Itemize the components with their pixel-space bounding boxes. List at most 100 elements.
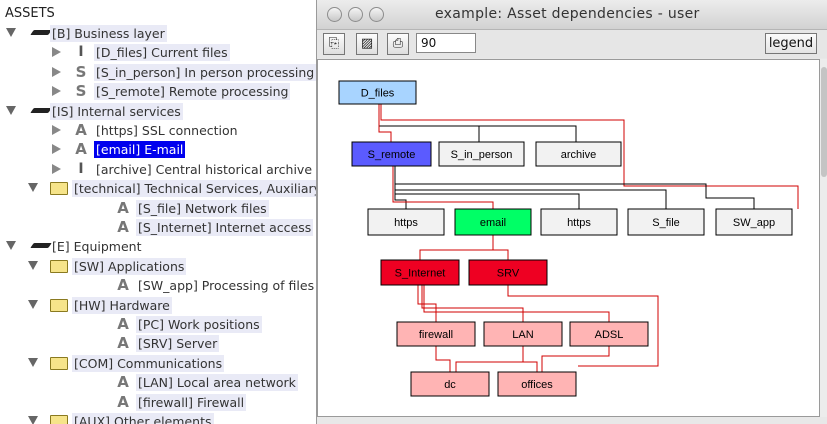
graph-node-email[interactable]: email: [454, 208, 532, 236]
graph-node-https1[interactable]: https: [367, 208, 445, 236]
graph-node-label: archive: [561, 149, 596, 161]
tree-title: ASSETS: [5, 6, 55, 21]
tree-row[interactable]: [technical] Technical Services, Auxiliar…: [0, 179, 316, 198]
tree-row[interactable]: I[archive] Central historical archive: [0, 160, 316, 179]
copy-icon: ⎘: [328, 36, 340, 51]
expanded-toggle-icon[interactable]: [28, 260, 38, 270]
collapsed-toggle-icon[interactable]: [52, 47, 61, 58]
graph-node-offices[interactable]: offices: [497, 371, 577, 397]
graph-edge-critical: [435, 346, 451, 372]
tree-row[interactable]: [AUX] Other elements: [0, 412, 316, 424]
window-titlebar[interactable]: example: Asset dependencies - user: [317, 0, 827, 30]
zoom-input[interactable]: [416, 33, 476, 53]
tree-row[interactable]: [HW] Hardware: [0, 296, 316, 315]
tree-row[interactable]: I[D_files] Current files: [0, 43, 316, 62]
dependencies-window: example: Asset dependencies - user ⎘ ▨ ⎙…: [316, 0, 827, 424]
tree-row[interactable]: [IS] Internal services: [0, 102, 316, 121]
expanded-toggle-icon[interactable]: [6, 105, 16, 115]
tree-row[interactable]: A[firewall] Firewall: [0, 393, 316, 412]
expanded-toggle-icon[interactable]: [28, 416, 38, 424]
collapsed-toggle-icon[interactable]: [52, 86, 61, 97]
graph-edge-critical: [423, 285, 610, 322]
graph-node-box: [535, 141, 622, 167]
graph-node-sw_app[interactable]: SW_app: [715, 208, 793, 236]
graph-node-box: [410, 371, 490, 397]
graph-node-box: [540, 208, 618, 236]
tree-item-label: [LAN] Local area network: [136, 374, 298, 392]
graph-edge-critical: [507, 285, 659, 367]
tree-row[interactable]: [B] Business layer: [0, 24, 316, 43]
tree-row[interactable]: S[S_in_person] In person processing: [0, 63, 316, 82]
tree-row[interactable]: A[email] E-mail: [0, 140, 316, 159]
layer-icon: [30, 107, 52, 113]
tree-item-label: [IS] Internal services: [50, 102, 183, 120]
graph-node-label: https: [567, 217, 591, 229]
tree-row[interactable]: A[SRV] Server: [0, 334, 316, 353]
copy-button[interactable]: ⎘: [323, 33, 345, 55]
graph-node-label: SRV: [497, 268, 520, 280]
tree-row[interactable]: A[S_file] Network files: [0, 199, 316, 218]
graph-node-box: [396, 321, 476, 347]
folder-icon: [50, 356, 68, 370]
tree-item-label: [S_file] Network files: [136, 199, 269, 217]
graph-node-label: D_files: [361, 88, 395, 100]
graph-node-box: [468, 259, 548, 286]
graph-node-d_files[interactable]: D_files: [338, 80, 417, 105]
graph-node-dc[interactable]: dc: [410, 371, 490, 397]
legend-button[interactable]: legend: [765, 33, 817, 54]
vertical-scrollbar[interactable]: [820, 59, 827, 417]
tree-item-label: [AUX] Other elements: [72, 413, 214, 424]
tree-row[interactable]: A[LAN] Local area network: [0, 373, 316, 392]
layer-icon: [30, 30, 52, 35]
expanded-toggle-icon[interactable]: [28, 299, 38, 309]
folder-icon: [50, 259, 68, 273]
minimize-window-button[interactable]: [348, 7, 363, 22]
graph-node-https2[interactable]: https: [540, 208, 618, 236]
tree-row[interactable]: A[https] SSL connection: [0, 121, 316, 140]
print-button[interactable]: ⎙: [387, 33, 409, 55]
tree-row[interactable]: [SW] Applications: [0, 257, 316, 276]
zoom-window-button[interactable]: [369, 7, 384, 22]
layer-icon: [30, 243, 52, 249]
tree-row[interactable]: [E] Equipment: [0, 237, 316, 256]
tree-row[interactable]: A[SW_app] Processing of files: [0, 276, 316, 295]
tree-row[interactable]: A[S_Internet] Internet access: [0, 218, 316, 237]
graph-node-box: [380, 259, 460, 286]
graph-node-lan[interactable]: LAN: [483, 321, 563, 347]
graph-node-archive[interactable]: archive: [535, 141, 622, 167]
graph-node-box: [351, 141, 432, 167]
expanded-toggle-icon[interactable]: [6, 28, 16, 37]
export-image-button[interactable]: ▨: [356, 33, 378, 55]
tree-item-label: [E] Equipment: [52, 239, 142, 255]
expanded-toggle-icon[interactable]: [6, 241, 16, 251]
asset-icon: A: [117, 392, 129, 411]
collapsed-toggle-icon[interactable]: [52, 144, 61, 155]
tree-row[interactable]: [COM] Communications: [0, 354, 316, 373]
expanded-toggle-icon[interactable]: [28, 357, 38, 367]
window-title: example: Asset dependencies - user: [435, 6, 700, 22]
collapsed-toggle-icon[interactable]: [52, 66, 61, 77]
graph-node-firewall[interactable]: firewall: [396, 321, 476, 347]
graph-node-s_internet[interactable]: S_Internet: [380, 259, 460, 286]
image-icon: ▨: [360, 36, 374, 51]
graph-node-box: [338, 80, 417, 105]
collapsed-toggle-icon[interactable]: [52, 163, 61, 174]
tree-item-label: [archive] Central historical archive: [96, 161, 313, 177]
graph-node-label: S_Internet: [395, 268, 446, 280]
tree-item-label: [https] SSL connection: [96, 123, 238, 138]
graph-node-s_remote[interactable]: S_remote: [351, 141, 432, 167]
graph-node-adsl[interactable]: ADSL: [569, 321, 649, 347]
close-window-button[interactable]: [327, 7, 342, 22]
graph-node-s_in_person[interactable]: S_in_person: [438, 141, 525, 167]
service-asset-icon: S: [75, 82, 87, 101]
graph-node-srv[interactable]: SRV: [468, 259, 548, 286]
graph-node-s_file[interactable]: S_file: [627, 208, 705, 236]
expanded-toggle-icon[interactable]: [28, 183, 38, 193]
tree-row[interactable]: A[PC] Work positions: [0, 315, 316, 334]
scrollbar-thumb[interactable]: [821, 67, 827, 177]
collapsed-toggle-icon[interactable]: [52, 125, 61, 135]
tree-row[interactable]: S[S_remote] Remote processing: [0, 82, 316, 101]
